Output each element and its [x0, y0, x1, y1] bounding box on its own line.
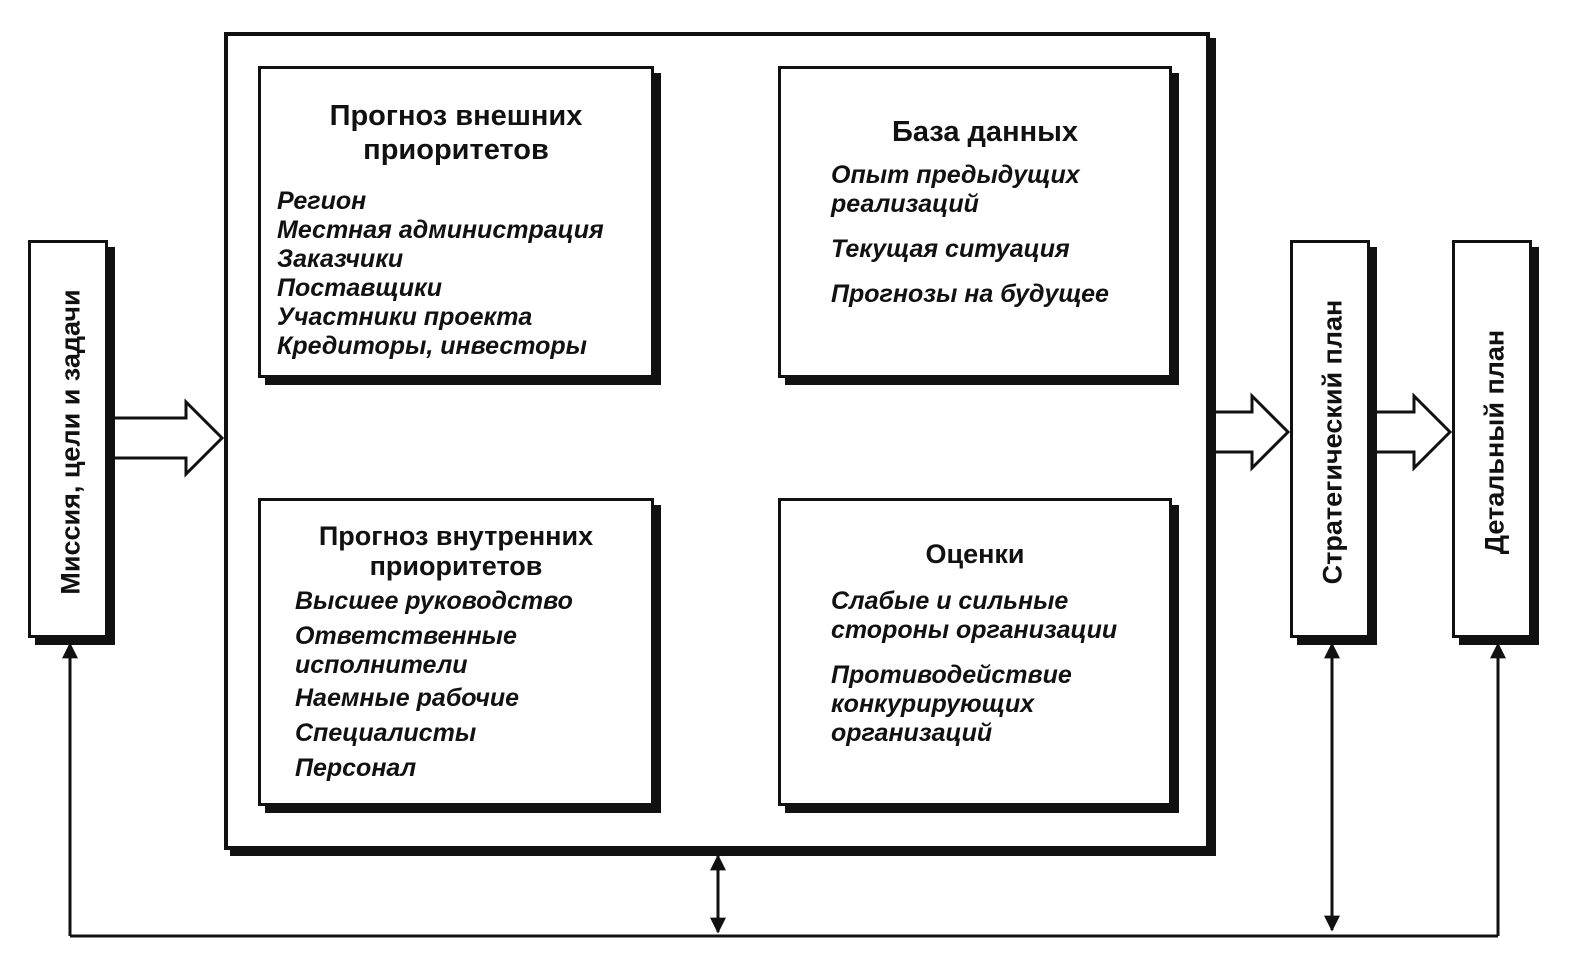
internal-item: Ответственные — [295, 622, 517, 650]
database-item: реализаций — [831, 190, 979, 218]
external-title-line2: приоритетов — [363, 134, 549, 166]
mission-box: Миссия, цели и задачи — [28, 240, 108, 638]
internal-item: исполнители — [295, 651, 468, 679]
database-title: База данных — [891, 116, 1078, 148]
assessment-item: Противодействие — [831, 661, 1072, 689]
assessment-item: Слабые и сильные — [831, 587, 1069, 615]
assessment-item: стороны организации — [831, 616, 1118, 644]
assessment-item: конкурирующих — [831, 690, 1035, 718]
external-item: Заказчики — [277, 245, 404, 273]
internal-item: Специалисты — [295, 719, 477, 747]
external-title-line1: Прогноз внешних — [329, 100, 583, 132]
database-item: Прогнозы на будущее — [831, 280, 1109, 308]
external-item: Участники проекта — [277, 303, 533, 331]
external-item: Поставщики — [277, 274, 442, 302]
internal-title-line1: Прогноз внутренних — [318, 521, 594, 551]
external-item: Кредиторы, инвесторы — [277, 332, 588, 360]
mission-to-frame-arrow — [110, 398, 225, 478]
internal-item: Персонал — [295, 754, 417, 782]
strategic-plan-box: Стратегический план — [1290, 240, 1370, 638]
internal-title-line2: приоритетов — [369, 551, 543, 581]
detailed-plan-box: Детальный план — [1452, 240, 1532, 638]
strategic-to-detailed-arrow — [1372, 392, 1453, 472]
database-box: База данных Опыт предыдущих реализаций Т… — [778, 66, 1172, 378]
detailed-plan-label: Детальный план — [1479, 329, 1510, 555]
external-item: Местная администрация — [277, 216, 604, 244]
external-item: Регион — [277, 187, 367, 215]
frame-to-strategic-arrow — [1212, 392, 1291, 472]
internal-item: Высшее руководство — [295, 587, 573, 615]
database-item: Текущая ситуация — [831, 235, 1070, 263]
assessment-title: Оценки — [925, 539, 1025, 569]
internal-item: Наемные рабочие — [295, 684, 520, 712]
internal-priorities-box: Прогноз внутренних приоритетов Высшее ру… — [258, 498, 654, 806]
database-item: Опыт предыдущих — [831, 161, 1080, 189]
external-priorities-box: Прогноз внешних приоритетов Регион Местн… — [258, 66, 654, 378]
mission-label: Миссия, цели и задачи — [55, 289, 86, 595]
strategic-plan-label: Стратегический план — [1317, 299, 1348, 585]
assessment-box: Оценки Слабые и сильные стороны организа… — [778, 498, 1172, 806]
assessment-item: организаций — [831, 719, 993, 747]
